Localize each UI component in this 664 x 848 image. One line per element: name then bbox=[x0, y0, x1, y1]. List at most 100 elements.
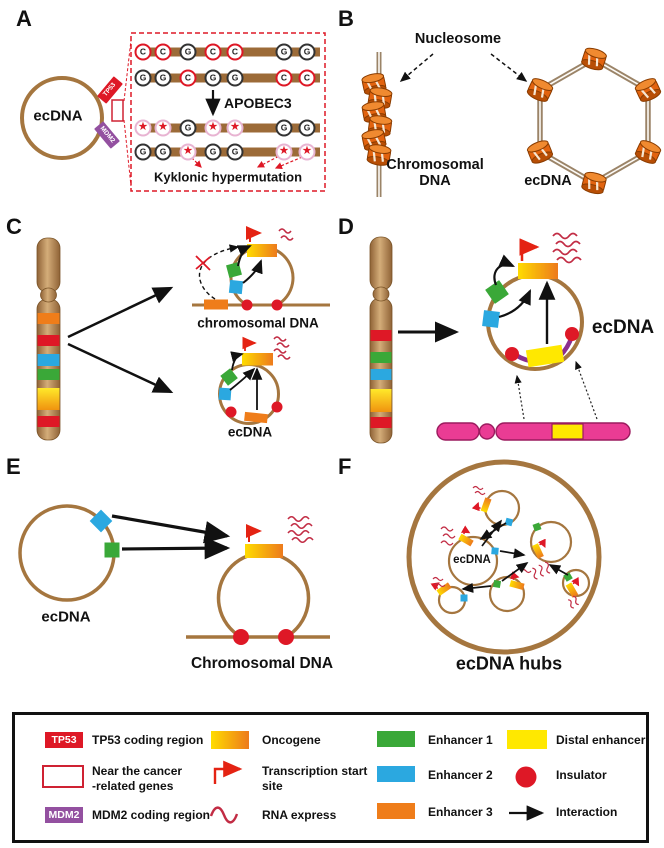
mini-enhancer1 bbox=[492, 579, 502, 589]
nucleus-boundary bbox=[406, 459, 602, 655]
tss-arrow bbox=[242, 336, 257, 351]
panel-label-c: C bbox=[6, 214, 22, 239]
ecdna-hub-circle bbox=[529, 520, 573, 564]
base: C bbox=[204, 43, 222, 61]
enhancer3-chromosomal bbox=[204, 299, 228, 310]
legend-tss-label-line2: site bbox=[262, 779, 283, 793]
legend-glyphs bbox=[42, 730, 547, 824]
tss-arrow bbox=[246, 226, 262, 242]
panel-d-art bbox=[369, 232, 631, 444]
base: G bbox=[154, 69, 172, 87]
near-cancer-genes-swatch bbox=[42, 765, 84, 788]
chromosomal-dna-label-line1: Chromosomal bbox=[386, 157, 484, 173]
ecdna-hubs-label: ecDNA hubs bbox=[455, 653, 563, 674]
nucleosome-label: Nucleosome bbox=[414, 31, 502, 47]
insulator-swatch bbox=[515, 766, 537, 788]
ecdna-loop-diagram bbox=[218, 336, 291, 425]
trans-activation-arrow bbox=[121, 537, 231, 560]
chromosomal-dna-label-line2: DNA bbox=[419, 173, 451, 189]
enhancer3-swatch bbox=[377, 803, 415, 819]
legend-box bbox=[12, 712, 649, 843]
legend-tss-label-line1: Transcription start bbox=[262, 764, 368, 778]
ecdna-large-circle bbox=[482, 232, 584, 371]
ecdna-label-a: ecDNA bbox=[33, 107, 83, 125]
base: G bbox=[154, 143, 172, 161]
insulator-icon bbox=[505, 347, 519, 361]
panel-b-art bbox=[360, 44, 664, 197]
legend-enhancer2-label: Enhancer 2 bbox=[428, 768, 493, 782]
base: G bbox=[179, 43, 197, 61]
tss-swatch bbox=[213, 760, 243, 784]
base: C bbox=[298, 69, 316, 87]
apobec3-label: APOBEC3 bbox=[224, 95, 292, 111]
legend-insulator-label: Insulator bbox=[556, 768, 607, 782]
base: C bbox=[226, 43, 244, 61]
base: ★ bbox=[204, 119, 222, 137]
oncogene-icon bbox=[245, 544, 283, 558]
base: G bbox=[179, 119, 197, 137]
rna-swatch bbox=[209, 806, 239, 824]
legend-distal-label: Distal enhancer bbox=[556, 733, 646, 747]
base: G bbox=[204, 69, 222, 87]
ecdna-label-d: ecDNA bbox=[591, 317, 655, 338]
enhancer2-swatch bbox=[377, 766, 415, 782]
panel-e-art bbox=[18, 504, 330, 645]
base: ★ bbox=[134, 119, 152, 137]
mini-enhancer1 bbox=[532, 522, 542, 532]
insulator-icon bbox=[271, 401, 283, 413]
enhancer3-icon bbox=[244, 411, 268, 424]
base: ★ bbox=[275, 143, 293, 161]
blocked-x-icon bbox=[195, 255, 211, 271]
base: G bbox=[134, 143, 152, 161]
hypermutation-dashed-box bbox=[130, 32, 326, 192]
legend-oncogene-label: Oncogene bbox=[262, 733, 321, 747]
legend-rna-label: RNA express bbox=[262, 808, 337, 822]
zoom-connector-lines bbox=[123, 39, 132, 187]
oncogene-swatch bbox=[211, 731, 249, 749]
mini-rna-squiggles bbox=[432, 485, 579, 609]
panel-label-a: A bbox=[16, 6, 32, 31]
base: ★ bbox=[154, 119, 172, 137]
oncogene-ecdna bbox=[242, 353, 273, 366]
legend-near-label-line1: Near the cancer bbox=[92, 764, 183, 778]
tss-arrow bbox=[246, 524, 262, 542]
mini-oncogene bbox=[509, 571, 525, 590]
enhancer1-icon bbox=[220, 368, 238, 386]
base: G bbox=[226, 69, 244, 87]
donor-chromosome bbox=[436, 422, 631, 441]
insulator-icon bbox=[271, 299, 283, 311]
ecdna-label-c: ecDNA bbox=[227, 424, 273, 440]
legend-interaction-label: Interaction bbox=[556, 805, 618, 819]
ecdna-label-b: ecDNA bbox=[524, 173, 572, 189]
oncogene-icon bbox=[518, 263, 558, 279]
panel-label-d: D bbox=[338, 214, 354, 239]
chromosomal-loop-diagram bbox=[192, 226, 330, 311]
insulator-icon bbox=[233, 629, 249, 645]
mini-enhancer2 bbox=[460, 594, 468, 602]
chromosomal-dna-fiber bbox=[360, 52, 394, 197]
distal-enhancer-locus bbox=[551, 423, 584, 440]
chromosomal-target-loop bbox=[186, 515, 330, 645]
mini-oncogene bbox=[532, 538, 546, 559]
ecdna-hub-circle bbox=[483, 489, 521, 527]
enhancer2-icon bbox=[218, 387, 232, 401]
base: C bbox=[179, 69, 197, 87]
panel-label-b: B bbox=[338, 6, 354, 31]
panel-f-art bbox=[406, 459, 602, 655]
enhancer1-swatch bbox=[377, 731, 415, 747]
derivation-arrow-bottom bbox=[67, 342, 174, 394]
base: G bbox=[204, 143, 222, 161]
derivation-arrow-top bbox=[67, 286, 174, 339]
base: G bbox=[226, 143, 244, 161]
origin-dotted-arrow bbox=[575, 360, 598, 420]
chromosome-c bbox=[36, 237, 61, 441]
base: ★ bbox=[226, 119, 244, 137]
panel-label-e: E bbox=[6, 454, 21, 479]
distal-enhancer-icon bbox=[525, 344, 565, 368]
ecdna-label-e: ecDNA bbox=[41, 608, 91, 626]
legend-enhancer1-label: Enhancer 1 bbox=[428, 733, 493, 747]
enhancer1-icon bbox=[226, 262, 242, 278]
enhancer2-icon bbox=[228, 279, 244, 295]
mini-oncogene bbox=[471, 497, 492, 513]
ecdna-circle-a bbox=[20, 76, 104, 160]
